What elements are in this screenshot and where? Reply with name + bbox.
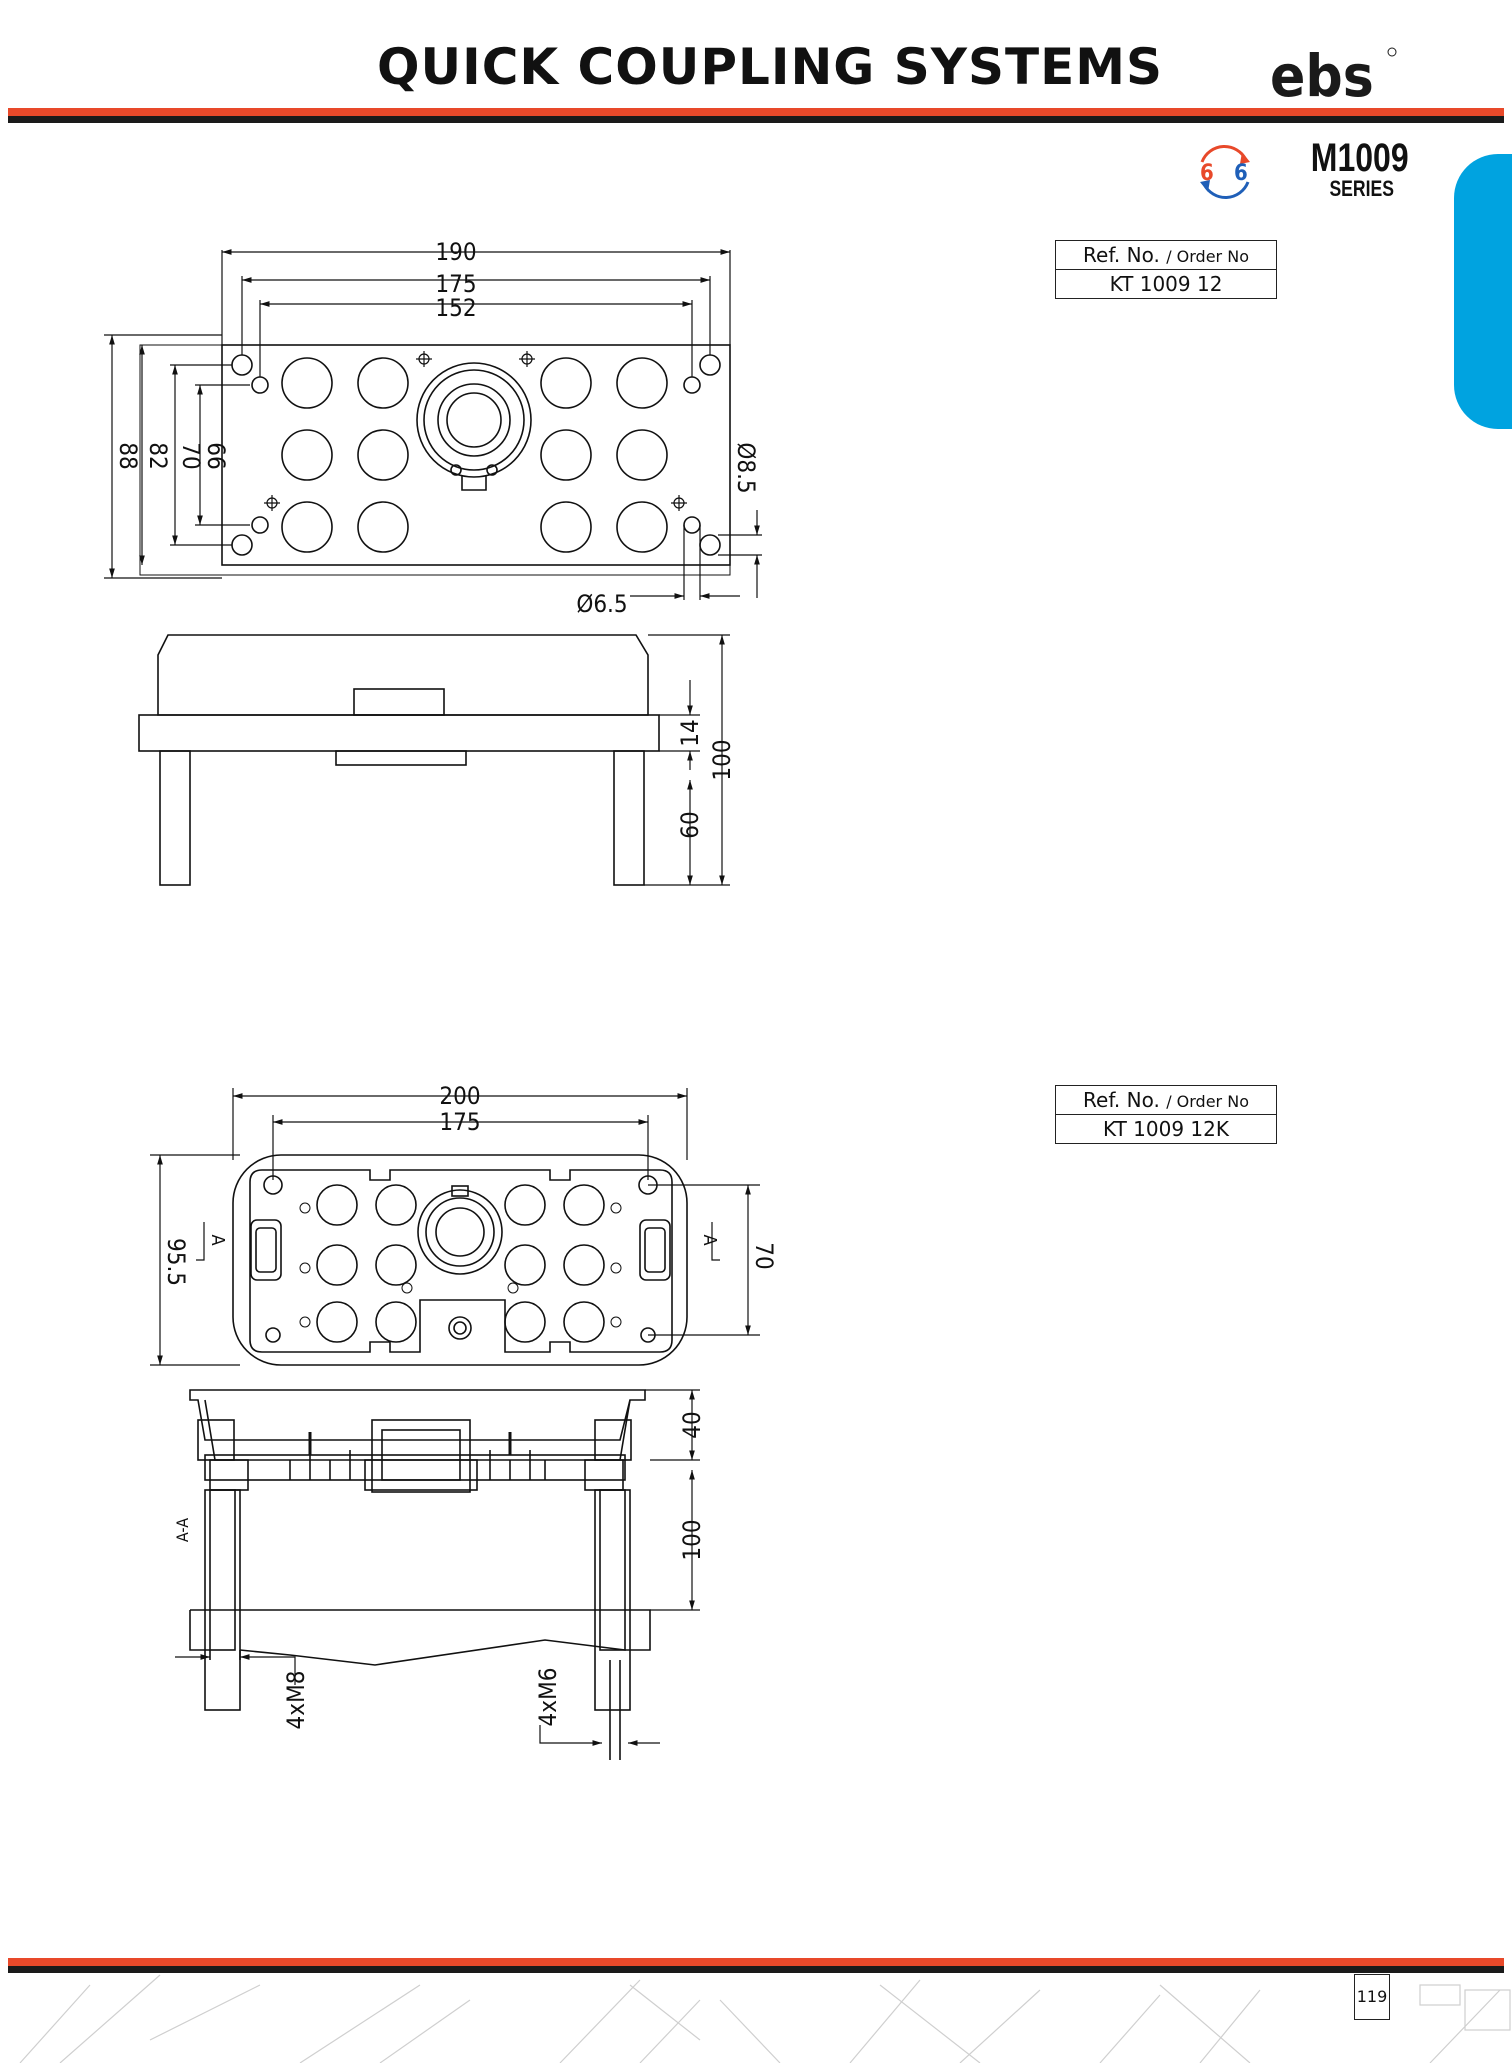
- drawing-1-top-view: [139, 344, 731, 576]
- drawing-2-top-view: [232, 1154, 688, 1366]
- dim-100: 100: [708, 739, 736, 780]
- drawing-2-dimensions: [150, 1088, 760, 1366]
- dim-152: 152: [435, 294, 476, 322]
- side-tab: [1454, 154, 1512, 429]
- thread-m8: 4xM8: [282, 1671, 310, 1730]
- dim-66: 66: [202, 442, 230, 469]
- ebs-logo: ebs: [1270, 44, 1397, 108]
- thread-m6: 4xM6: [534, 1668, 562, 1727]
- ref-value: KT 1009 12K: [1103, 1117, 1229, 1141]
- ref-value: KT 1009 12: [1109, 272, 1223, 296]
- dim-190: 190: [435, 238, 476, 266]
- footer-band: [8, 1958, 1504, 1973]
- badge-left-number: 6: [1200, 161, 1214, 186]
- dim-d8-5: Ø8.5: [732, 442, 760, 493]
- section-mark-left: A: [207, 1234, 228, 1245]
- ref-label: Ref. No.: [1083, 1088, 1160, 1112]
- ref-label: Ref. No.: [1083, 243, 1160, 267]
- dim-175: 175: [435, 270, 476, 298]
- dim-88: 88: [114, 442, 142, 469]
- ref-label-sub: / Order No: [1166, 247, 1249, 266]
- section-label: A-A: [173, 1518, 192, 1542]
- drawing-1-dimensions: [104, 249, 762, 600]
- dim-70-b: 70: [750, 1242, 778, 1269]
- dim-d6-5: Ø6.5: [576, 590, 627, 618]
- dim-60: 60: [676, 811, 704, 838]
- dim-70: 70: [177, 442, 205, 469]
- dim-95-5: 95.5: [162, 1238, 190, 1286]
- header-band: [8, 108, 1504, 123]
- drawing-2-side-view: [189, 1389, 651, 1760]
- dim-14: 14: [676, 719, 704, 746]
- dim-82: 82: [144, 442, 172, 469]
- series-label: M1009 SERIES: [1290, 136, 1409, 201]
- dim-175-b: 175: [439, 1108, 480, 1136]
- series-code: M1009: [1310, 136, 1409, 180]
- drawing-2-side-dimensions: [175, 1389, 700, 1746]
- logo-text: ebs: [1270, 44, 1374, 108]
- series-sub: SERIES: [1329, 176, 1394, 201]
- dim-40: 40: [678, 1411, 706, 1438]
- ref-box-1: Ref. No. / Order No KT 1009 12: [1055, 240, 1277, 299]
- badge-right-number: 6: [1234, 161, 1248, 186]
- page-title: QUICK COUPLING SYSTEMS: [376, 38, 1163, 96]
- drawing-1-side-view: [138, 634, 660, 886]
- rotation-badge-icon: 6 6: [1200, 145, 1250, 199]
- footer-watermark-sketch: [19, 1974, 1511, 2063]
- ref-label-sub: / Order No: [1166, 1092, 1249, 1111]
- drawing-1-side-dimensions: [644, 634, 730, 886]
- section-mark-right: A: [699, 1234, 720, 1245]
- page-number: 119: [1354, 1974, 1390, 2020]
- dim-200: 200: [439, 1082, 480, 1110]
- dim-100-b: 100: [678, 1519, 706, 1560]
- ref-box-2: Ref. No. / Order No KT 1009 12K: [1055, 1085, 1277, 1144]
